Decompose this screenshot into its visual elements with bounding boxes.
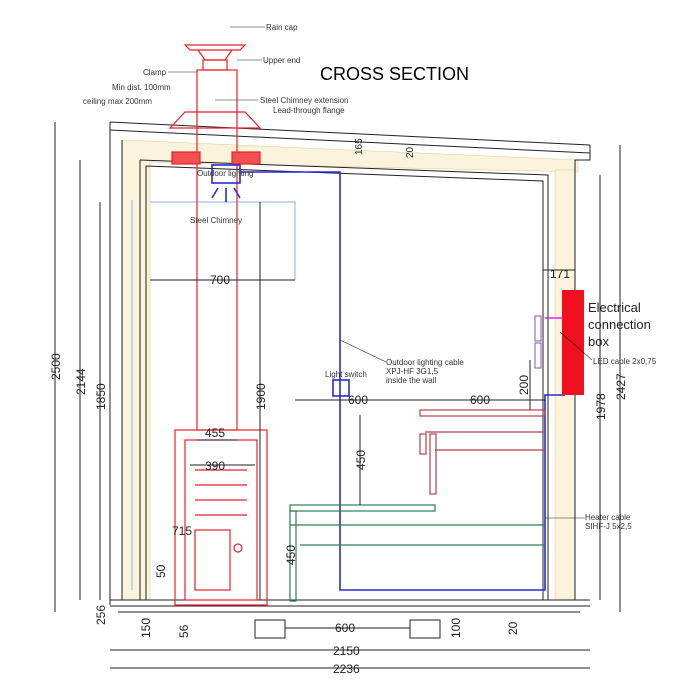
upper-bench [419,409,546,495]
label-electrical-box-2: connection [588,317,651,332]
dim-390: 390 [205,459,225,473]
label-lead-through-flange: Lead-through flange [273,106,345,115]
lower-bench [289,504,545,602]
dim-455: 455 [205,426,225,440]
dim-700: 700 [210,273,230,287]
steel-chimney [168,44,268,606]
callouts: Rain cap Upper end Clamp Min dist. 100mm… [83,23,657,531]
dim-2150: 2150 [333,644,360,658]
dim-2427: 2427 [614,373,628,400]
label-rain-cap: Rain cap [266,23,298,32]
dim-100: 100 [449,618,463,638]
label-electrical-box-3: box [588,334,609,349]
label-led-cable: LED cable 2x0,75 [593,357,657,366]
label-steel-chimney: Steel Chimney [190,216,242,225]
label-outdoor-cable-1: Outdoor lighting cable [386,358,464,367]
dim-2144: 2144 [74,368,88,395]
label-electrical-box-1: Electrical [588,300,641,315]
wiring [211,164,565,591]
dim-171: 171 [550,267,570,281]
dim-50: 50 [154,564,168,578]
dim-2236: 2236 [333,662,360,676]
label-outdoor-cable-3: inside the wall [386,376,436,385]
dim-20-roof: 20 [405,146,416,158]
label-heater-cable-2: SIHF-J 5x2,5 [585,522,632,531]
dim-450-lower: 450 [284,545,298,565]
electrical-connection-box [562,290,584,395]
title: CROSS SECTION [320,64,469,84]
dim-600-floor: 600 [335,621,355,635]
dim-150: 150 [139,618,153,638]
dim-600-left: 600 [348,393,368,407]
dim-450-upper: 450 [354,450,368,470]
label-min-dist: Min dist. 100mm [112,83,171,92]
dim-1978: 1978 [594,393,608,420]
dim-165: 165 [354,138,365,155]
dim-20: 20 [506,621,520,635]
label-outdoor-cable-2: XPJ-HF 3G1,5 [386,367,439,376]
dim-56: 56 [177,624,191,638]
label-upper-end: Upper end [263,56,300,65]
label-ceiling-max: ceiling max 200mm [83,97,152,106]
dim-256: 256 [94,605,108,625]
label-heater-cable-1: Heater cable [585,513,631,522]
label-clamp: Clamp [143,68,167,77]
dim-200: 200 [517,375,531,395]
dim-1850: 1850 [94,383,108,410]
dimension-lines [54,122,621,669]
dim-715: 715 [172,524,192,538]
dim-1900: 1900 [254,383,268,410]
label-light-switch: Light switch [325,370,367,379]
dim-600-right: 600 [470,393,490,407]
label-outdoor-lighting: Outdoor lighting [197,169,253,178]
dimension-labels: 2500 2144 1850 1900 700 455 390 715 50 4… [49,138,628,676]
label-chimney-extension: Steel Chimney extension [260,96,349,105]
dim-2500: 2500 [49,353,63,380]
